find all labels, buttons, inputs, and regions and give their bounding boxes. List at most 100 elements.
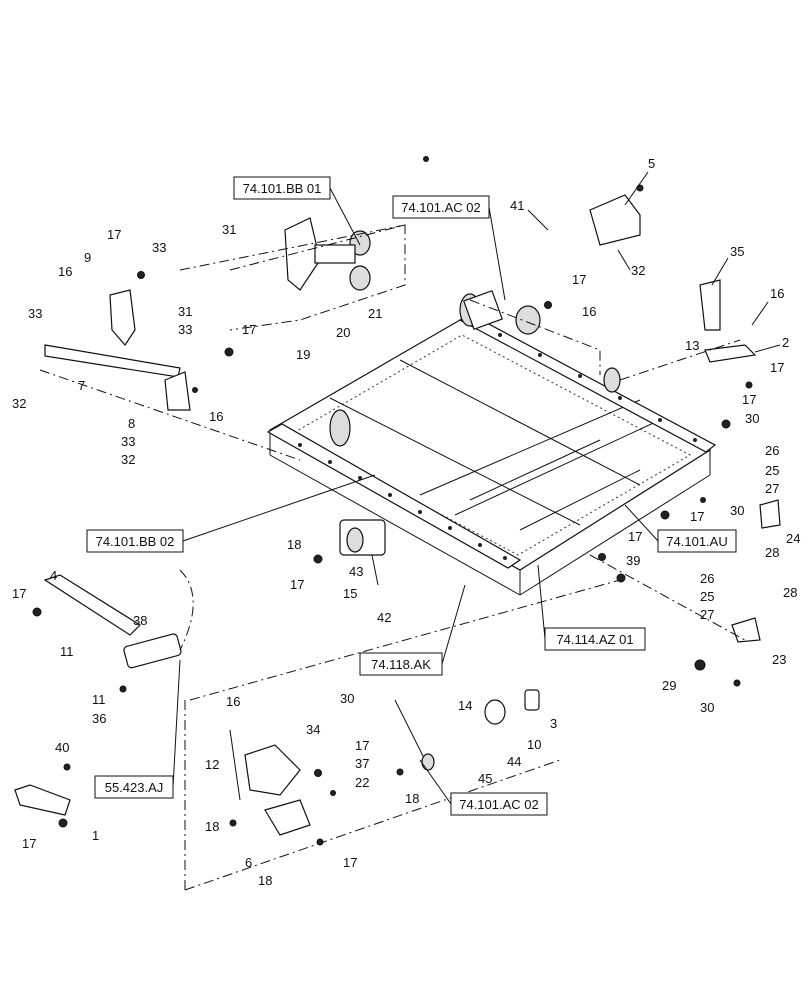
callout-19: 19 (296, 347, 310, 362)
callout-12: 12 (205, 757, 219, 772)
right-side-parts (589, 279, 781, 643)
callout-38: 38 (133, 613, 147, 628)
top-drive-assembly (229, 217, 406, 331)
callout-32-l2: 32 (121, 452, 135, 467)
callout-18-ml: 18 (287, 537, 301, 552)
callout-36: 36 (92, 711, 106, 726)
callout-30-br: 30 (700, 700, 714, 715)
callout-17-bc: 17 (355, 738, 369, 753)
callout-16: 16 (770, 286, 784, 301)
reference-box-55-423-aj: 55.423.AJ (94, 659, 181, 799)
callout-26: 26 (765, 443, 779, 458)
reference-box-74-101-ac-02-bottom: 74.101.AC 02 (419, 759, 548, 816)
callout-29: 29 (662, 678, 676, 693)
reference-box-74-101-bb-02: 74.101.BB 02 (86, 474, 376, 553)
callout-15: 15 (343, 586, 357, 601)
reference-box-74-101-au: 74.101.AU (624, 504, 737, 553)
reference-box-74-101-ac-02-top: 74.101.AC 02 (392, 195, 506, 301)
callout-14: 14 (458, 698, 472, 713)
callout-18-bc: 18 (405, 791, 419, 806)
callout-30-mid: 30 (730, 503, 744, 518)
right-drive-assembly (463, 194, 641, 375)
callout-17-ml: 17 (290, 577, 304, 592)
reference-box-74-118-ak: 74.118.AK (359, 584, 466, 676)
callout-33-c: 33 (178, 322, 192, 337)
svg-text:74.101.AC 02: 74.101.AC 02 (459, 797, 539, 812)
callout-30-right: 30 (745, 411, 759, 426)
callout-17-tr: 17 (572, 272, 586, 287)
callout-33-d: 33 (121, 434, 135, 449)
callout-3: 3 (550, 716, 557, 731)
left-side-parts (39, 224, 406, 461)
callout-1: 1 (92, 828, 99, 843)
callout-5: 5 (648, 156, 655, 171)
svg-text:74.101.AC 02: 74.101.AC 02 (401, 200, 481, 215)
svg-text:74.101.AU: 74.101.AU (666, 534, 727, 549)
callout-17-tl2: 17 (107, 227, 121, 242)
callout-31-b: 31 (178, 304, 192, 319)
bottom-left-parts (14, 569, 561, 891)
callout-27: 27 (765, 481, 779, 496)
callout-28: 28 (765, 545, 779, 560)
callout-17-bl2: 17 (22, 836, 36, 851)
svg-text:74.101.BB 01: 74.101.BB 01 (243, 181, 322, 196)
callout-16-bl: 16 (226, 694, 240, 709)
fasteners (32, 156, 753, 846)
svg-text:55.423.AJ: 55.423.AJ (105, 780, 164, 795)
callout-30-bc: 30 (340, 691, 354, 706)
callout-32-l: 32 (12, 396, 26, 411)
callout-39: 39 (626, 553, 640, 568)
reference-box-74-114-az-01: 74.114.AZ 01 (537, 564, 646, 651)
callout-25-b: 25 (700, 589, 714, 604)
callout-17-mid: 17 (690, 509, 704, 524)
callout-18-bl-a: 18 (205, 819, 219, 834)
callout-17-bl: 17 (343, 855, 357, 870)
callout-34: 34 (306, 722, 320, 737)
callout-11-a: 11 (60, 644, 74, 659)
callout-17-tl: 17 (242, 322, 256, 337)
callout-42: 42 (377, 610, 391, 625)
callout-41: 41 (510, 198, 524, 213)
roller-left (329, 409, 351, 447)
callout-45: 45 (478, 771, 492, 786)
callout-6: 6 (245, 855, 252, 870)
callout-40: 40 (55, 740, 69, 755)
bottom-center-parts (189, 579, 621, 771)
callout-18-bl-b: 18 (258, 873, 272, 888)
callout-17-right-b: 17 (742, 392, 756, 407)
callout-13: 13 (685, 338, 699, 353)
callout-10: 10 (527, 737, 541, 752)
callout-28-b: 28 (783, 585, 797, 600)
callout-11-b: 11 (92, 692, 106, 707)
callout-31-a: 31 (222, 222, 236, 237)
callout-2: 2 (782, 335, 789, 350)
callout-20: 20 (336, 325, 350, 340)
callout-4: 4 (50, 568, 57, 583)
callout-17-l: 17 (12, 586, 26, 601)
callout-9: 9 (84, 250, 91, 265)
roller-right (603, 367, 621, 393)
callout-17-mid2: 17 (628, 529, 642, 544)
callout-17-right-a: 17 (770, 360, 784, 375)
callout-24: 24 (786, 531, 800, 546)
callout-33-b: 33 (28, 306, 42, 321)
callout-8: 8 (128, 416, 135, 431)
callout-27-b: 27 (700, 607, 714, 622)
callout-26-b: 26 (700, 571, 714, 586)
callout-32: 32 (631, 263, 645, 278)
callout-16-tr: 16 (582, 304, 596, 319)
callout-44: 44 (507, 754, 521, 769)
callout-7: 7 (78, 378, 85, 393)
callout-22: 22 (355, 775, 369, 790)
svg-text:74.114.AZ 01: 74.114.AZ 01 (556, 632, 633, 647)
reference-box-74-101-bb-01: 74.101.BB 01 (233, 176, 361, 246)
callout-25: 25 (765, 463, 779, 478)
callout-23: 23 (772, 652, 786, 667)
callout-16-l: 16 (209, 409, 223, 424)
callout-16-tl: 16 (58, 264, 72, 279)
svg-text:74.101.BB 02: 74.101.BB 02 (96, 534, 175, 549)
callout-21: 21 (368, 306, 382, 321)
svg-text:74.118.AK: 74.118.AK (371, 657, 431, 672)
callout-labels: 5 41 32 35 16 2 17 17 30 26 25 27 24 28 … (12, 156, 800, 888)
